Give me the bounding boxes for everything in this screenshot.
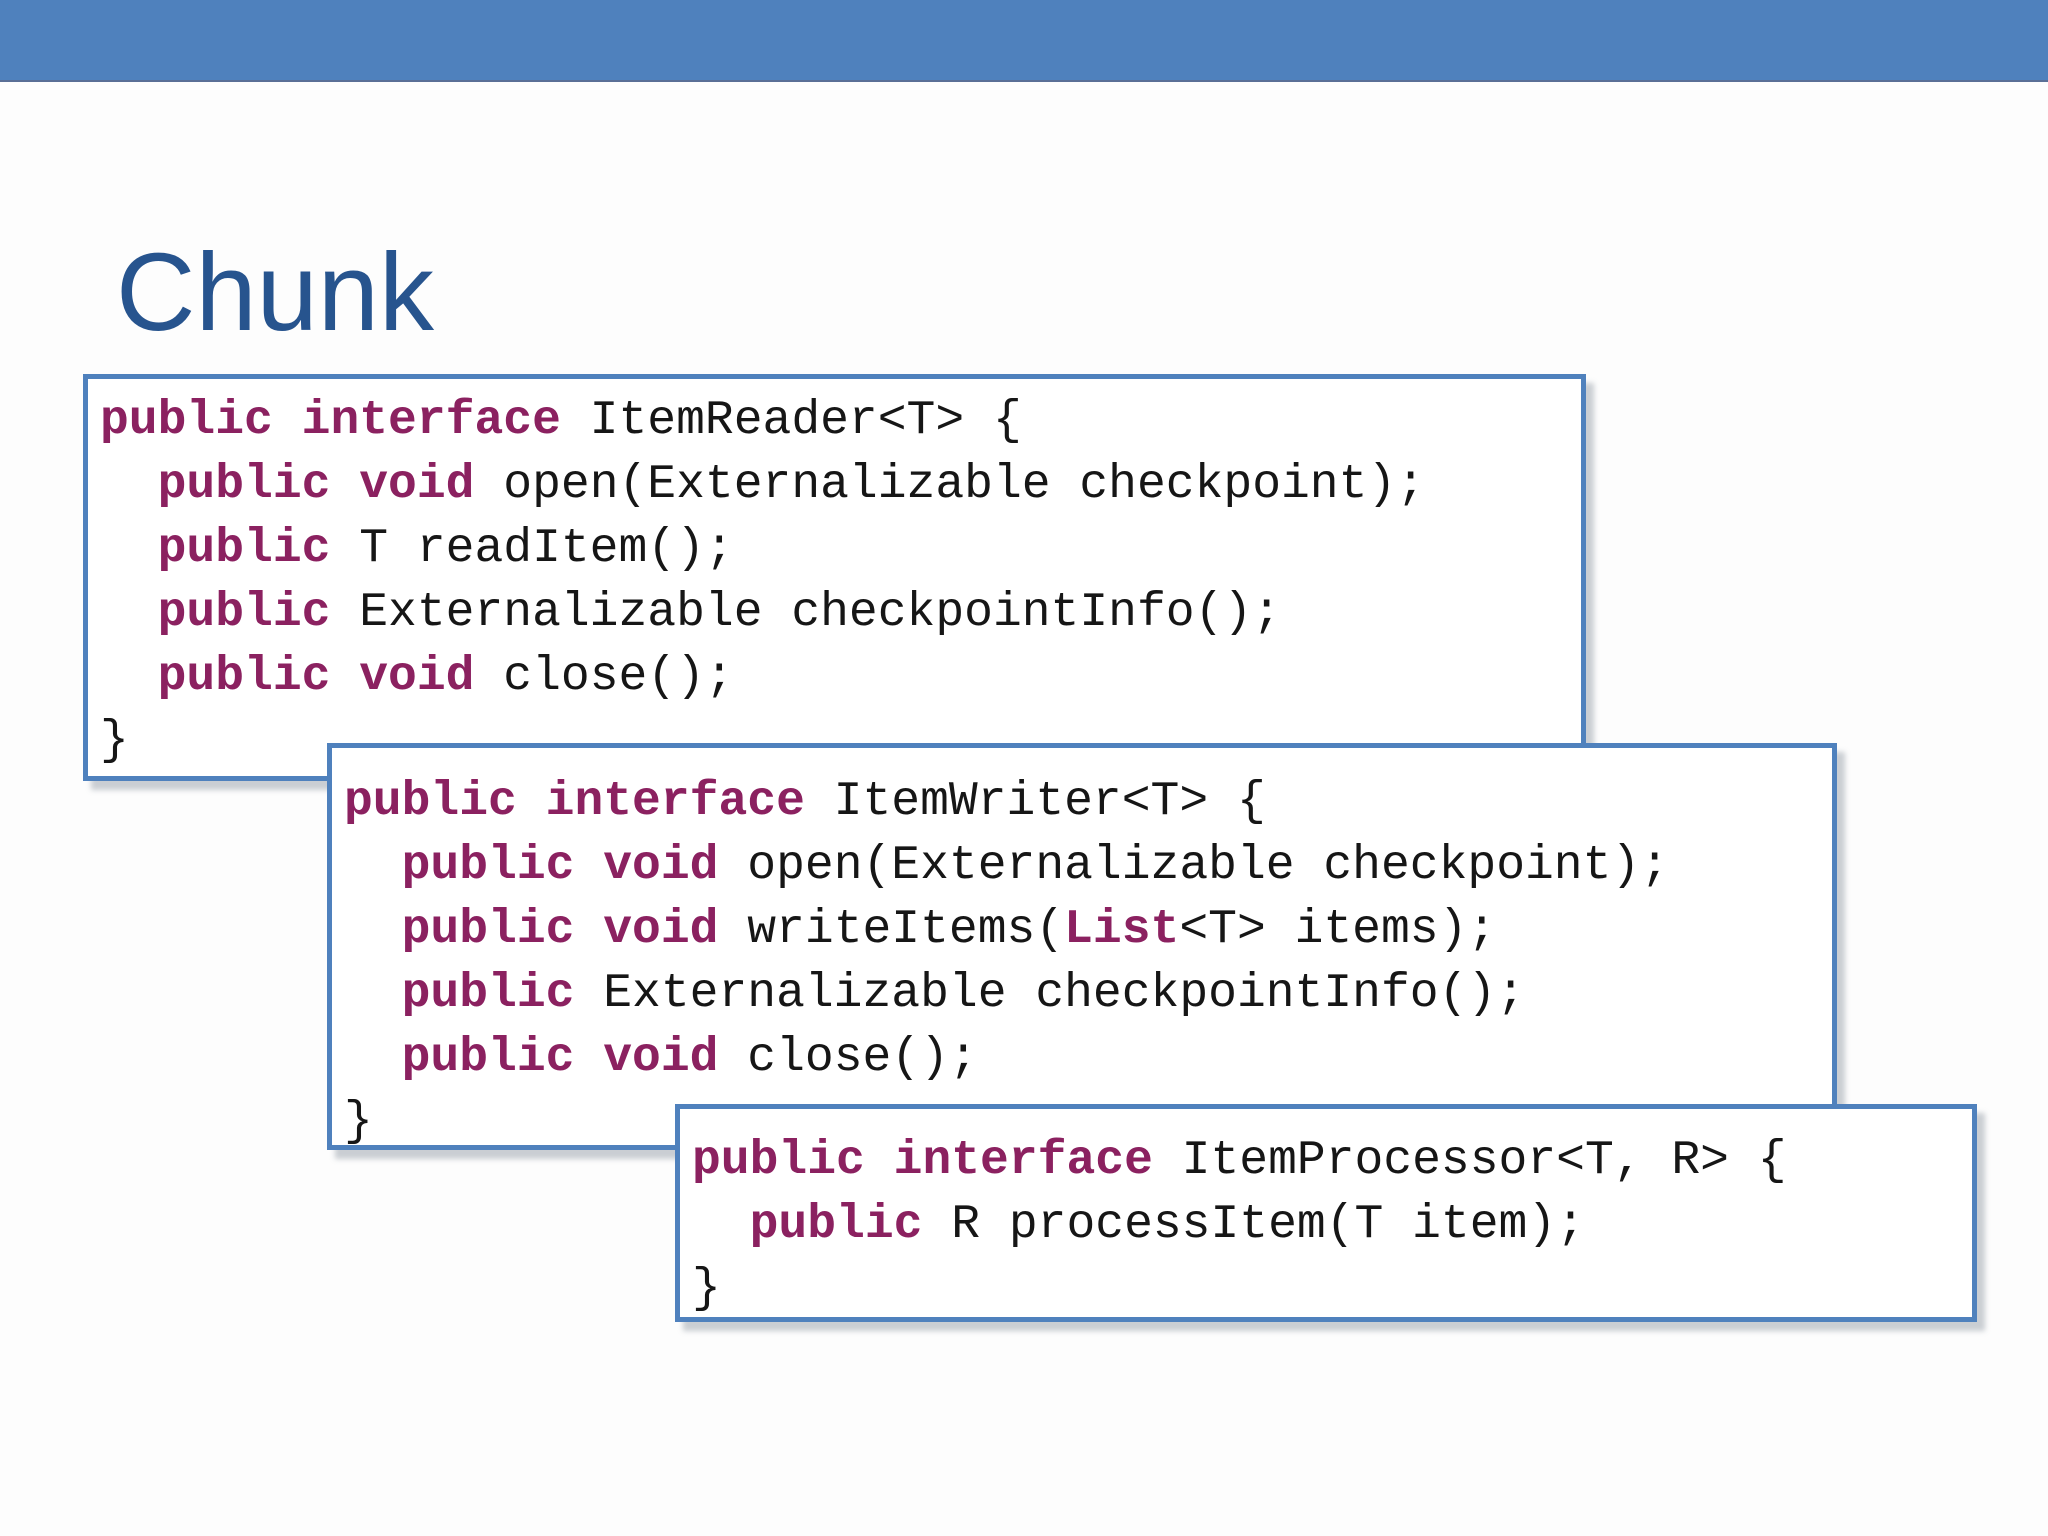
code-text: Externalizable checkpointInfo(); [574, 967, 1525, 1021]
code-line: public Externalizable checkpointInfo(); [100, 581, 1567, 645]
code-line: public interface ItemReader<T> { [100, 389, 1567, 453]
code-text: ItemProcessor<T, R> { [1152, 1134, 1787, 1188]
code-line: } [100, 709, 1567, 773]
code-keyword: public void [401, 1031, 719, 1085]
top-accent-bar [0, 0, 2048, 82]
code-box-item-writer: public interface ItemWriter<T> { public … [327, 743, 1837, 1150]
code-keyword: public [157, 522, 331, 576]
code-text [100, 586, 158, 640]
code-text: ItemReader<T> { [560, 394, 1022, 448]
code-text [344, 903, 402, 957]
code-text: close(); [718, 1031, 978, 1085]
code-line: public void open(Externalizable checkpoi… [100, 453, 1567, 517]
code-text: open(Externalizable checkpoint); [718, 839, 1670, 893]
code-text: Externalizable checkpointInfo(); [330, 586, 1281, 640]
code-text: } [100, 714, 129, 768]
code-text: <T> items); [1179, 903, 1497, 957]
page-title: Chunk [116, 230, 434, 354]
code-text: R processItem(T item); [922, 1198, 1585, 1252]
code-line: public interface ItemWriter<T> { [344, 770, 1818, 834]
code-text: T readItem(); [330, 522, 734, 576]
code-text [344, 839, 402, 893]
code-keyword: public void [401, 839, 719, 893]
code-line: public R processItem(T item); [692, 1193, 1958, 1257]
code-line: public void close(); [100, 645, 1567, 709]
code-keyword: public void [157, 650, 475, 704]
code-line: public interface ItemProcessor<T, R> { [692, 1129, 1958, 1193]
code-text: writeItems( [718, 903, 1065, 957]
code-keyword: List [1064, 903, 1180, 957]
code-line: public void open(Externalizable checkpoi… [344, 834, 1818, 898]
code-text: } [692, 1262, 721, 1316]
code-text: close(); [474, 650, 734, 704]
code-box-item-reader: public interface ItemReader<T> { public … [83, 374, 1586, 781]
code-line: } [692, 1257, 1958, 1321]
code-keyword: public interface [100, 394, 561, 448]
code-keyword: public [401, 967, 575, 1021]
code-text [100, 522, 158, 576]
code-text: } [344, 1095, 373, 1149]
code-text [344, 1031, 402, 1085]
code-keyword: public interface [692, 1134, 1153, 1188]
code-text [344, 967, 402, 1021]
code-line: public Externalizable checkpointInfo(); [344, 962, 1818, 1026]
code-text [692, 1198, 750, 1252]
code-keyword: public [157, 586, 331, 640]
code-text [100, 458, 158, 512]
code-line: public void close(); [344, 1026, 1818, 1090]
code-keyword: public interface [344, 775, 805, 829]
code-box-item-processor: public interface ItemProcessor<T, R> { p… [675, 1104, 1977, 1322]
code-text: open(Externalizable checkpoint); [474, 458, 1426, 512]
code-keyword: public void [401, 903, 719, 957]
code-text: ItemWriter<T> { [804, 775, 1266, 829]
code-keyword: public [749, 1198, 923, 1252]
code-keyword: public void [157, 458, 475, 512]
code-line: public T readItem(); [100, 517, 1567, 581]
code-text [100, 650, 158, 704]
code-line: public void writeItems(List<T> items); [344, 898, 1818, 962]
code-line: } [344, 1090, 1818, 1154]
